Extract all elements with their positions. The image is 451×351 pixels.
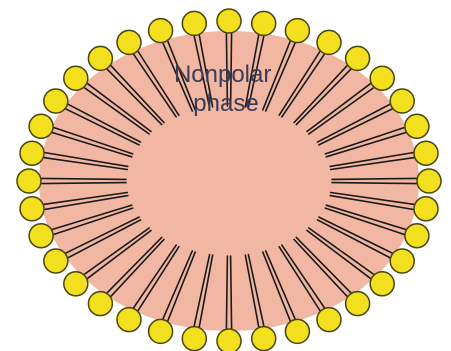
polar-head bbox=[390, 249, 414, 273]
polar-head bbox=[370, 66, 394, 90]
polar-head bbox=[88, 46, 112, 70]
lipid-tail bbox=[332, 183, 417, 184]
polar-head bbox=[414, 141, 438, 165]
polar-head bbox=[149, 19, 173, 43]
polar-head bbox=[20, 141, 44, 165]
polar-head bbox=[29, 224, 53, 248]
phase-label-line2: phase bbox=[193, 90, 258, 117]
lipid-tail bbox=[332, 178, 417, 179]
polar-head bbox=[370, 272, 394, 296]
polar-head bbox=[29, 114, 53, 138]
polar-head bbox=[64, 66, 88, 90]
polar-head bbox=[285, 19, 309, 43]
phase-label-line1: Nonpolar bbox=[174, 61, 271, 88]
polar-head bbox=[405, 114, 429, 138]
polar-head bbox=[88, 292, 112, 316]
polar-head bbox=[252, 11, 276, 35]
polar-head bbox=[117, 30, 141, 54]
polar-head bbox=[317, 30, 341, 54]
polar-head bbox=[182, 327, 206, 351]
polar-head bbox=[17, 169, 41, 193]
polar-head bbox=[346, 292, 370, 316]
lipid-tail bbox=[41, 183, 126, 184]
polar-head bbox=[317, 308, 341, 332]
polar-head bbox=[217, 329, 241, 351]
polar-head bbox=[252, 327, 276, 351]
polar-head bbox=[417, 169, 441, 193]
lipid-tail bbox=[41, 178, 126, 179]
polar-head bbox=[217, 9, 241, 33]
polar-head bbox=[20, 197, 44, 221]
lipid-tail bbox=[231, 256, 232, 329]
polar-head bbox=[149, 319, 173, 343]
polar-head bbox=[44, 89, 68, 113]
polar-head bbox=[64, 272, 88, 296]
polar-head bbox=[390, 89, 414, 113]
polar-head bbox=[182, 11, 206, 35]
lipid-tail bbox=[226, 256, 227, 329]
polar-head bbox=[346, 46, 370, 70]
polar-head bbox=[117, 308, 141, 332]
polar-head bbox=[405, 224, 429, 248]
polar-head bbox=[285, 319, 309, 343]
polar-head bbox=[414, 197, 438, 221]
polar-head bbox=[44, 249, 68, 273]
